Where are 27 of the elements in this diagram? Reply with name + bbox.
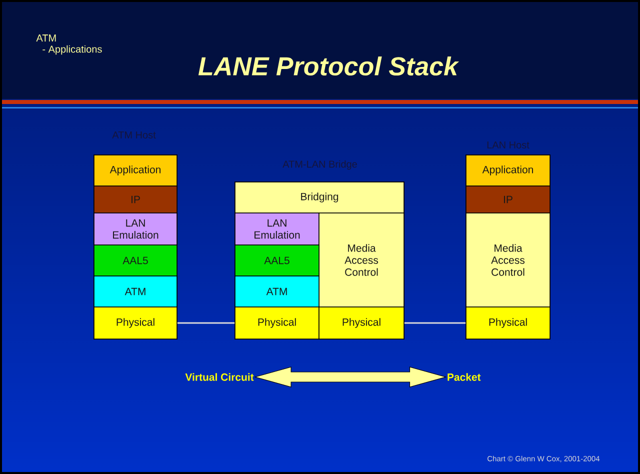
layer-box: Media Access Control: [318, 212, 404, 308]
end-label: Virtual Circuit: [185, 373, 254, 381]
layer-box: ATM: [94, 276, 178, 308]
node-label: LAN Host: [487, 142, 530, 148]
layer-box: Media Access Control: [466, 212, 550, 308]
node-label: ATM-LAN Bridge: [282, 160, 357, 170]
link-line: [404, 322, 466, 324]
layer-box: AAL5: [94, 244, 178, 276]
section-label: ATM: [36, 34, 56, 42]
layer-box: IP: [466, 186, 550, 214]
layer-box: Application: [466, 154, 550, 186]
layer-box: LAN Emulation: [234, 212, 320, 246]
layer-box: AAL5: [234, 244, 320, 276]
layer-box: Physical: [318, 306, 404, 340]
layer-box: ATM: [234, 276, 320, 308]
layer-box: Bridging: [234, 182, 404, 214]
link-line: [177, 322, 235, 324]
subsection-label: - Applications: [42, 45, 102, 55]
layer-box: LAN Emulation: [94, 212, 178, 246]
slide-title: LANE Protocol Stack: [198, 56, 460, 76]
layer-box: IP: [94, 186, 178, 214]
layer-box: Physical: [234, 306, 320, 340]
layer-box: Physical: [466, 306, 550, 340]
node-label: ATM Host: [112, 132, 156, 138]
layer-box: Application: [94, 154, 178, 186]
end-label: Packet: [448, 373, 481, 381]
layer-box: Physical: [94, 306, 178, 340]
